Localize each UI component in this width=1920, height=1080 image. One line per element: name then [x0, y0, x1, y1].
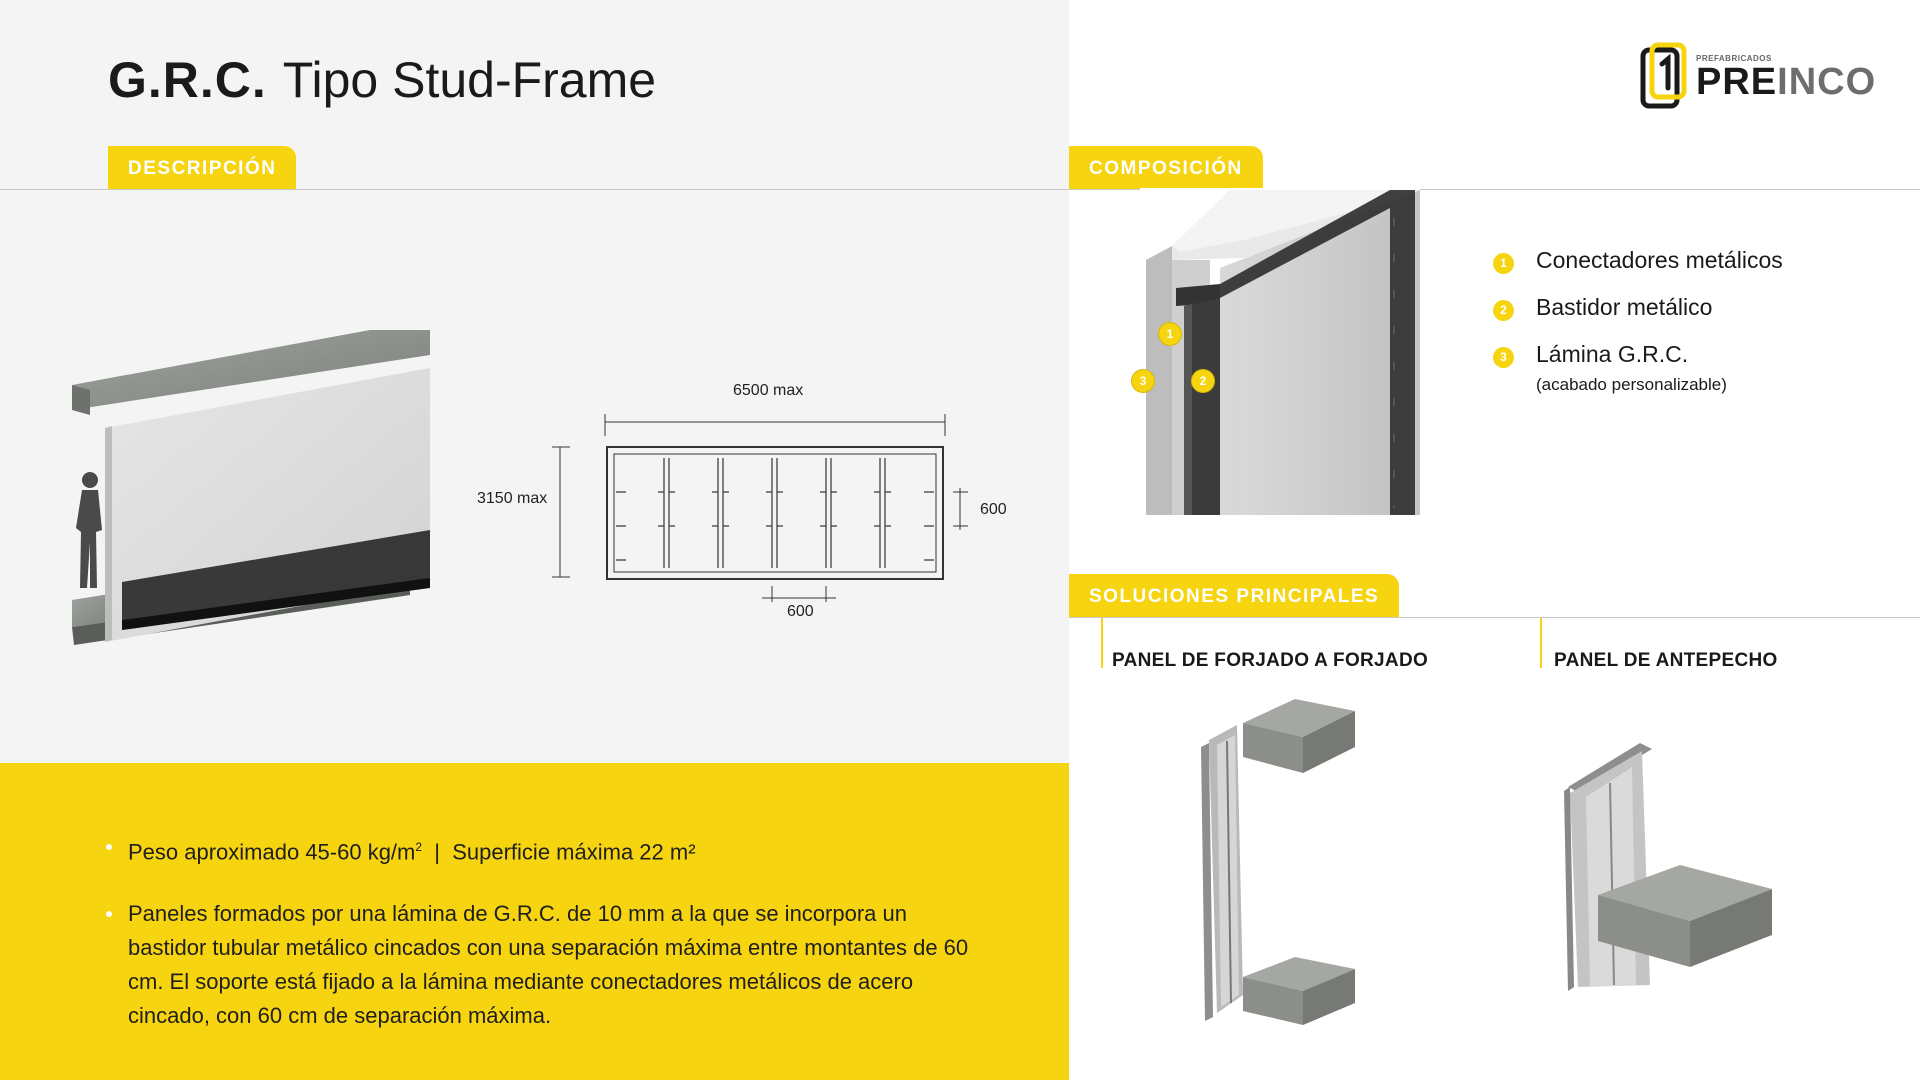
logo-wordmark: PREINCO — [1696, 62, 1876, 102]
preinco-logo-icon — [1640, 42, 1687, 109]
description-bullets: Peso aproximado 45-60 kg/m2 | Superficie… — [106, 830, 986, 1033]
description-text-area — [0, 763, 1069, 1080]
page-title: G.R.C. Tipo Stud-Frame — [108, 50, 656, 110]
composition-number: 3 — [1493, 347, 1514, 368]
solution-2-illustration — [1564, 743, 1772, 991]
dim-width-label: 6500 max — [733, 382, 804, 399]
dimension-drawing — [552, 414, 968, 602]
tab-soluciones: SOLUCIONES PRINCIPALES — [1069, 574, 1400, 617]
description-divider — [0, 189, 1920, 190]
panel-3d-illustration — [72, 330, 430, 645]
bullet-surface-text: | Superficie máxima 22 m² — [422, 839, 696, 865]
tab-descripcion: DESCRIPCIÓN — [108, 146, 297, 189]
logo-word-pre: PRE — [1696, 61, 1778, 103]
composition-item: 2 Bastidor metálico — [1493, 292, 1893, 339]
solution-1-title: PANEL DE FORJADO A FORJADO — [1112, 650, 1429, 671]
preinco-logo: PREFABRICADOS PREINCO — [1640, 40, 1875, 112]
logo-word-inco: INCO — [1777, 61, 1877, 103]
solution-2-marker — [1540, 618, 1542, 668]
composition-number: 1 — [1493, 253, 1514, 274]
composition-item: 1 Conectadores metálicos — [1493, 245, 1893, 292]
solution-1-marker — [1101, 618, 1103, 668]
bullet-weight-sup: 2 — [415, 840, 423, 854]
composition-label: Lámina G.R.C. — [1536, 341, 1689, 367]
title-bold: G.R.C. — [108, 52, 267, 108]
dim-spacing-right-label: 600 — [980, 501, 1007, 518]
composition-number: 2 — [1493, 300, 1514, 321]
dim-height-label: 3150 max — [477, 490, 548, 507]
logo-subtitle: PREFABRICADOS — [1696, 54, 1772, 63]
solutions-divider — [1069, 617, 1920, 618]
composition-illustration — [1140, 188, 1420, 518]
callout-2: 2 — [1191, 369, 1215, 393]
composition-label: Conectadores metálicos — [1536, 247, 1783, 273]
solution-1-illustration — [1201, 699, 1355, 1025]
title-light: Tipo Stud-Frame — [282, 52, 657, 108]
callout-1: 1 — [1158, 322, 1182, 346]
callout-3: 3 — [1131, 369, 1155, 393]
solution-2-title: PANEL DE ANTEPECHO — [1554, 650, 1778, 671]
bullet-weight: Peso aproximado 45-60 kg/m2 | Superficie… — [106, 830, 986, 869]
bullet-weight-text: Peso aproximado 45-60 kg/m — [128, 839, 416, 865]
tab-composicion: COMPOSICIÓN — [1069, 146, 1263, 189]
composition-list: 1 Conectadores metálicos 2 Bastidor metá… — [1493, 245, 1893, 394]
dim-spacing-bottom-label: 600 — [787, 603, 814, 620]
bullet-description: Paneles formados por una lámina de G.R.C… — [106, 897, 986, 1033]
human-figure-icon — [76, 472, 102, 588]
composition-sublabel: (acabado personalizable) — [1536, 375, 1727, 394]
composition-item: 3 Lámina G.R.C. (acabado personalizable) — [1493, 339, 1893, 394]
composition-label: Bastidor metálico — [1536, 294, 1713, 320]
